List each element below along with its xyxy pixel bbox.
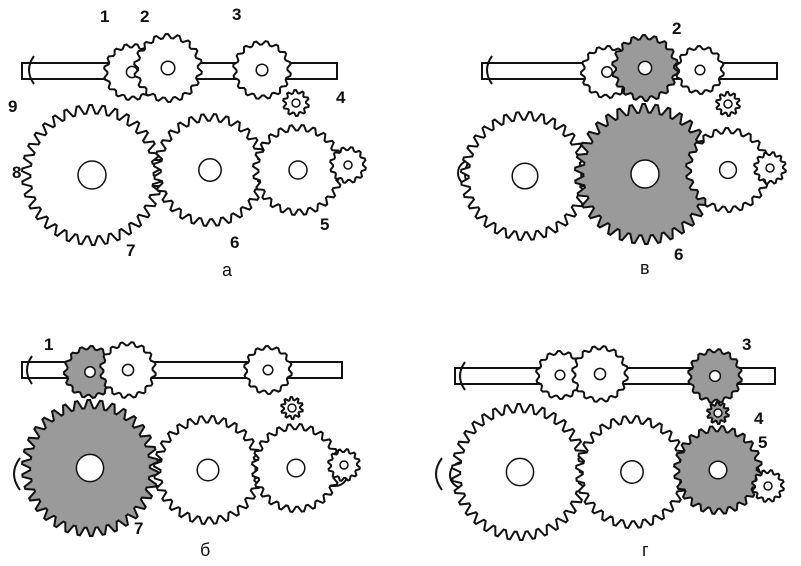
gear-6 xyxy=(153,415,263,525)
gear-hub xyxy=(554,369,566,381)
caption-a: а xyxy=(222,260,233,280)
gear-hub xyxy=(262,364,274,376)
gear-hub xyxy=(77,160,107,190)
gear-hub xyxy=(708,460,728,480)
label-3: 3 xyxy=(232,5,241,24)
gear-1 xyxy=(535,349,585,401)
rotation-arrow-icon xyxy=(26,355,33,385)
label-2: 2 xyxy=(140,7,149,26)
gear-hub xyxy=(343,160,353,170)
gear-hub xyxy=(288,160,308,180)
rotation-arrow-icon xyxy=(28,55,35,85)
gear-1 xyxy=(62,344,117,399)
rotation-arrow-icon xyxy=(486,55,493,85)
rotation-arrow-icon xyxy=(13,457,21,491)
gear-hub xyxy=(637,60,653,76)
end-gear xyxy=(329,146,367,184)
gear-3 xyxy=(687,348,743,404)
rotation-arrow-icon xyxy=(435,457,443,491)
caption-g: г xyxy=(642,540,649,560)
panel-a: 1 2 3 4 9 8 7 6 5 а xyxy=(8,5,367,280)
end-gear xyxy=(751,469,785,503)
caption-b: б xyxy=(200,540,210,560)
end-gear xyxy=(327,448,361,482)
gear-4 xyxy=(282,88,310,118)
label-1: 1 xyxy=(44,335,53,354)
gear-hub xyxy=(286,458,306,478)
label-3: 3 xyxy=(742,335,751,354)
gear-5 xyxy=(252,124,344,216)
gear-hub xyxy=(198,158,222,182)
gear-hub xyxy=(763,481,773,491)
gear-hub xyxy=(708,369,722,383)
label-4: 4 xyxy=(754,409,764,428)
gear-hub xyxy=(160,60,176,76)
gear-4 xyxy=(706,400,730,426)
gear-4 xyxy=(280,395,304,421)
gear-hub xyxy=(255,63,269,77)
gear-hub xyxy=(84,366,96,378)
label-4: 4 xyxy=(336,88,346,107)
gear-7 xyxy=(460,111,590,241)
gear-2 xyxy=(571,345,629,403)
gear-hub xyxy=(287,403,297,413)
label-6: 6 xyxy=(230,233,239,252)
label-1: 1 xyxy=(100,7,109,26)
gear-7 xyxy=(451,403,589,541)
gear-hub xyxy=(75,453,105,483)
gear-hub xyxy=(196,458,220,482)
gear-hub xyxy=(505,457,535,487)
gear-hub xyxy=(339,460,349,470)
caption-v: в xyxy=(640,258,650,278)
gear-6 xyxy=(153,113,267,227)
gear-hub xyxy=(593,367,607,381)
label-7: 7 xyxy=(134,519,143,538)
gear-5 xyxy=(251,423,341,513)
label-5: 5 xyxy=(320,215,329,234)
gear-2 xyxy=(99,341,157,399)
gear-3 xyxy=(675,44,725,96)
gear-6 xyxy=(574,103,716,245)
gear-hub xyxy=(765,163,775,173)
gear-7 xyxy=(21,399,159,537)
gear-hub xyxy=(630,159,660,189)
rotation-arrow-icon xyxy=(459,361,466,391)
gear-hub xyxy=(723,99,733,109)
panel-v: 2 6 в xyxy=(457,19,787,278)
gear-hub xyxy=(620,460,644,484)
label-5: 5 xyxy=(758,433,767,452)
label-8: 8 xyxy=(12,163,21,182)
label-2: 2 xyxy=(672,19,681,38)
gear-hub xyxy=(713,408,723,418)
gear-3 xyxy=(243,344,293,396)
end-gear xyxy=(753,151,787,185)
gear-hub xyxy=(121,363,135,377)
gear-5 xyxy=(673,425,763,515)
gear-2 xyxy=(611,33,679,103)
gear-hub xyxy=(718,160,738,180)
gear-4 xyxy=(715,90,741,118)
gear-hub xyxy=(511,162,539,190)
gear-7 xyxy=(21,104,163,246)
gear-hub xyxy=(694,64,706,76)
label-6: 6 xyxy=(674,245,683,264)
label-9: 9 xyxy=(8,97,17,116)
panel-g: 3 4 5 г xyxy=(435,335,785,560)
gear-3 xyxy=(232,40,292,100)
gear-2 xyxy=(133,32,203,104)
gear-hub xyxy=(291,98,301,108)
gear-hub xyxy=(601,66,613,78)
gear-6 xyxy=(575,415,689,529)
label-7: 7 xyxy=(126,241,135,260)
gear-5 xyxy=(685,126,771,214)
panel-b: 1 7 б xyxy=(13,335,361,560)
